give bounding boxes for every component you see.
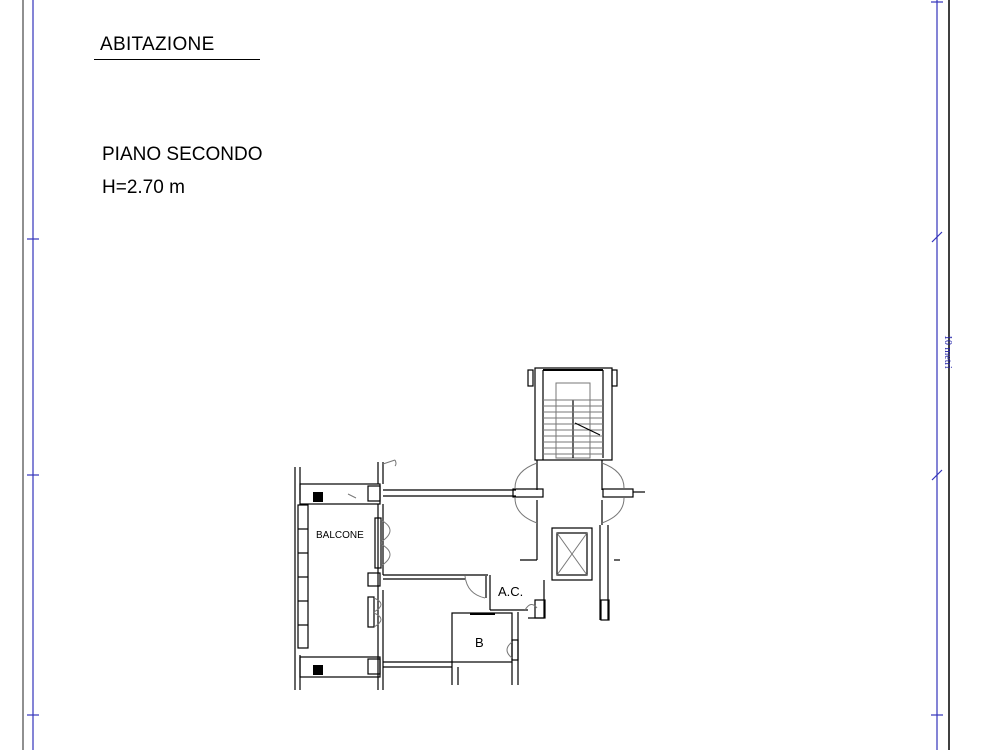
title-underline — [94, 59, 260, 60]
floor-label: PIANO SECONDO — [102, 144, 263, 165]
balcony-railing — [297, 504, 309, 649]
sheet-title: ABITAZIONE — [100, 34, 215, 55]
left-frame — [22, 0, 39, 750]
room-label-bathroom: B — [475, 635, 484, 650]
staircase — [527, 367, 618, 461]
floor-plan: BALCONE A.C. B — [294, 367, 645, 690]
scale-bar-label: 10 metri — [942, 335, 953, 369]
room-label-ac: A.C. — [498, 584, 523, 599]
room-label-balcone: BALCONE — [316, 530, 364, 541]
elevator — [551, 527, 593, 581]
right-frame-scale-bar: 10 metri — [931, 0, 953, 750]
height-label: H=2.70 m — [102, 177, 185, 198]
